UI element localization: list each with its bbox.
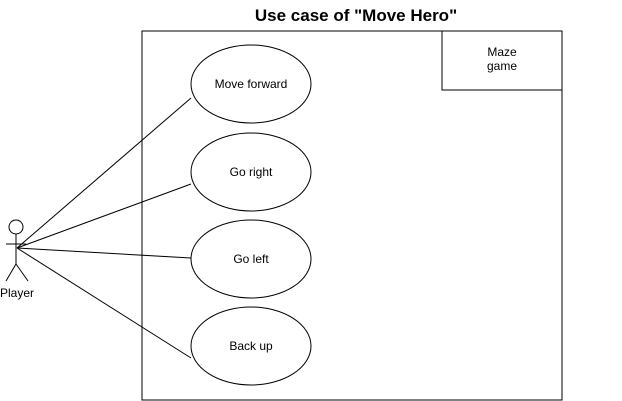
actor-head <box>8 219 24 235</box>
diagram-title: Use case of "Move Hero" <box>255 6 457 25</box>
use-case-ellipse <box>190 306 312 386</box>
use-case-go-left: Go left <box>190 219 312 299</box>
association-back-up <box>16 247 192 359</box>
stick-figure-icon <box>5 219 29 282</box>
association-go-right <box>16 183 192 249</box>
system-name-line2: game <box>487 59 517 73</box>
use-case-back-up: Back up <box>190 306 312 386</box>
system-name-box: Maze game <box>441 30 563 91</box>
use-case-go-right: Go right <box>190 132 312 212</box>
system-name-line1: Maze <box>487 45 517 59</box>
system-name-frame <box>441 30 563 91</box>
use-case-ellipse <box>190 132 312 212</box>
use-case-label: Go left <box>233 252 269 266</box>
actor-name: Player <box>0 286 34 300</box>
association-move-forward <box>16 97 192 249</box>
use-case-label: Move forward <box>215 77 288 91</box>
actor-left-leg <box>5 263 17 282</box>
actor-right-leg <box>15 263 29 282</box>
use-case-ellipse <box>190 44 312 124</box>
association-go-left <box>16 247 192 259</box>
actor-player: Player <box>0 219 34 300</box>
use-case-ellipse <box>190 219 312 299</box>
use-case-label: Back up <box>229 339 273 353</box>
use-case-move-forward: Move forward <box>190 44 312 124</box>
use-case-label: Go right <box>230 165 273 179</box>
